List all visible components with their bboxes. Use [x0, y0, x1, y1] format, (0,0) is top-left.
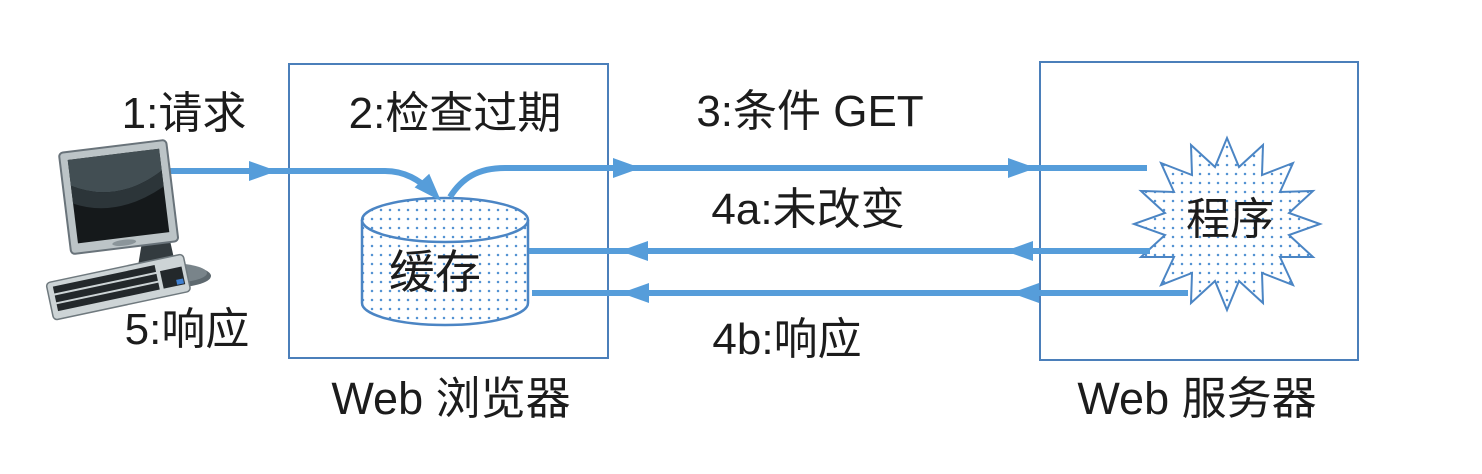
starburst-icon — [1131, 135, 1323, 313]
arrow-step1 — [163, 161, 441, 201]
program-label: 程序 — [1186, 195, 1274, 244]
step2-check-expiry-label: 2:检查过期 — [348, 89, 562, 138]
web-browser-caption: Web 浏览器 — [331, 373, 571, 424]
arrow-step4a — [529, 241, 1150, 261]
step1-request-label: 1:请求 — [121, 89, 247, 138]
arrow-step3 — [447, 158, 1147, 199]
cache-label: 缓存 — [389, 246, 481, 298]
step4b-response-label: 4b:响应 — [712, 315, 862, 364]
arrow-step4b — [532, 283, 1188, 303]
desktop-computer-icon — [45, 139, 211, 321]
step5-response-label: 5:响应 — [124, 305, 250, 354]
database-cylinder-icon — [360, 196, 530, 327]
step3-conditional-get-label: 3:条件 GET — [696, 87, 924, 136]
step4a-not-modified-label: 4a:未改变 — [711, 185, 905, 234]
web-server-caption: Web 服务器 — [1077, 373, 1317, 424]
